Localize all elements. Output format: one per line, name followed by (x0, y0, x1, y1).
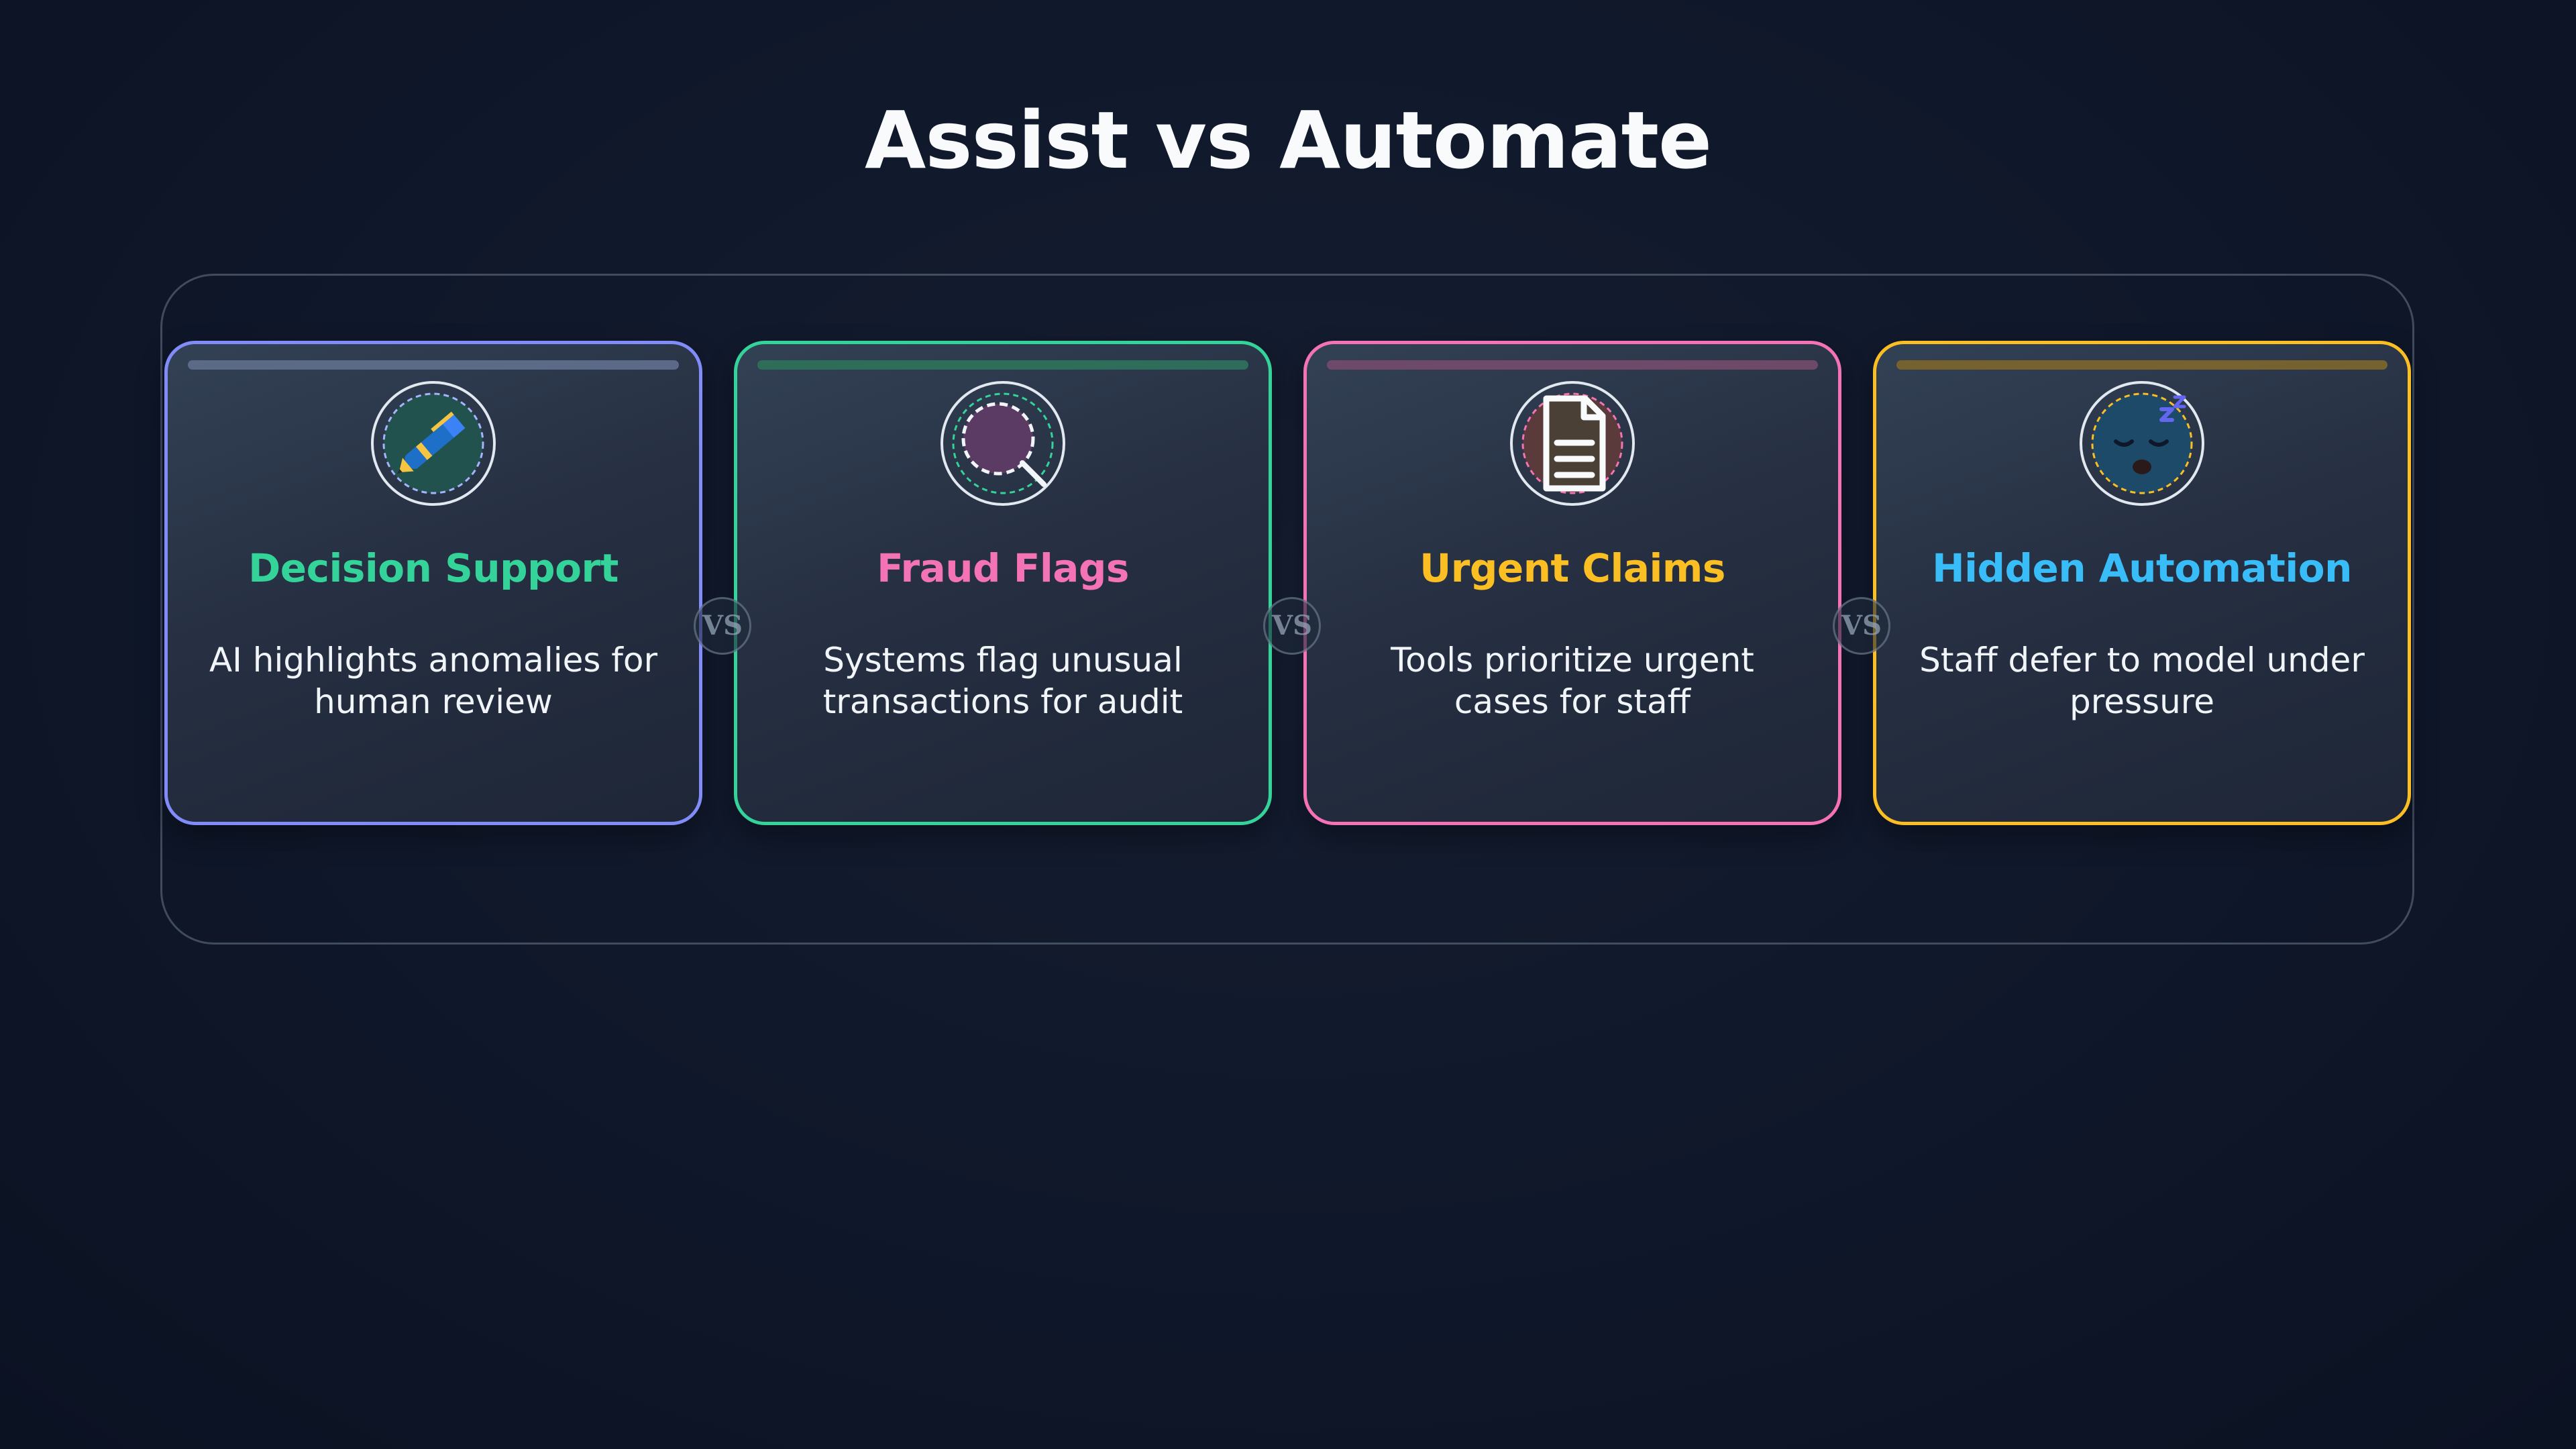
card-accent-bar (1896, 360, 2387, 370)
document-icon (1510, 381, 1635, 506)
card-hidden-automation[interactable]: Hidden Automation Staff defer to model u… (1873, 341, 2411, 825)
card-title: Fraud Flags (877, 545, 1129, 591)
card-description: Staff defer to model under pressure (1919, 641, 2365, 721)
vs-badge: VS (1263, 597, 1321, 655)
card-description: Systems flag unusual transactions for au… (822, 641, 1183, 721)
card-title: Decision Support (248, 545, 619, 591)
page-title: Assist vs Automate (864, 94, 1712, 186)
card-accent-bar (757, 360, 1248, 370)
card-decision-support[interactable]: Decision Support AI highlights anomalies… (164, 341, 702, 825)
comparison-frame (160, 274, 2414, 945)
card-title: Hidden Automation (1932, 545, 2352, 591)
card-description: Tools prioritize urgent cases for staff (1391, 641, 1754, 721)
pen-icon (371, 381, 496, 506)
card-urgent-claims[interactable]: Urgent Claims Tools prioritize urgent ca… (1303, 341, 1841, 825)
card-fraud-flags[interactable]: Fraud Flags Systems flag unusual transac… (734, 341, 1272, 825)
card-description: AI highlights anomalies for human review (209, 641, 658, 721)
card-accent-bar (188, 360, 679, 370)
vs-badge: VS (694, 597, 751, 655)
sleeping-face-icon (2080, 381, 2204, 506)
magnifier-icon (941, 381, 1065, 506)
card-accent-bar (1327, 360, 1818, 370)
vs-badge: VS (1833, 597, 1890, 655)
card-title: Urgent Claims (1419, 545, 1725, 591)
